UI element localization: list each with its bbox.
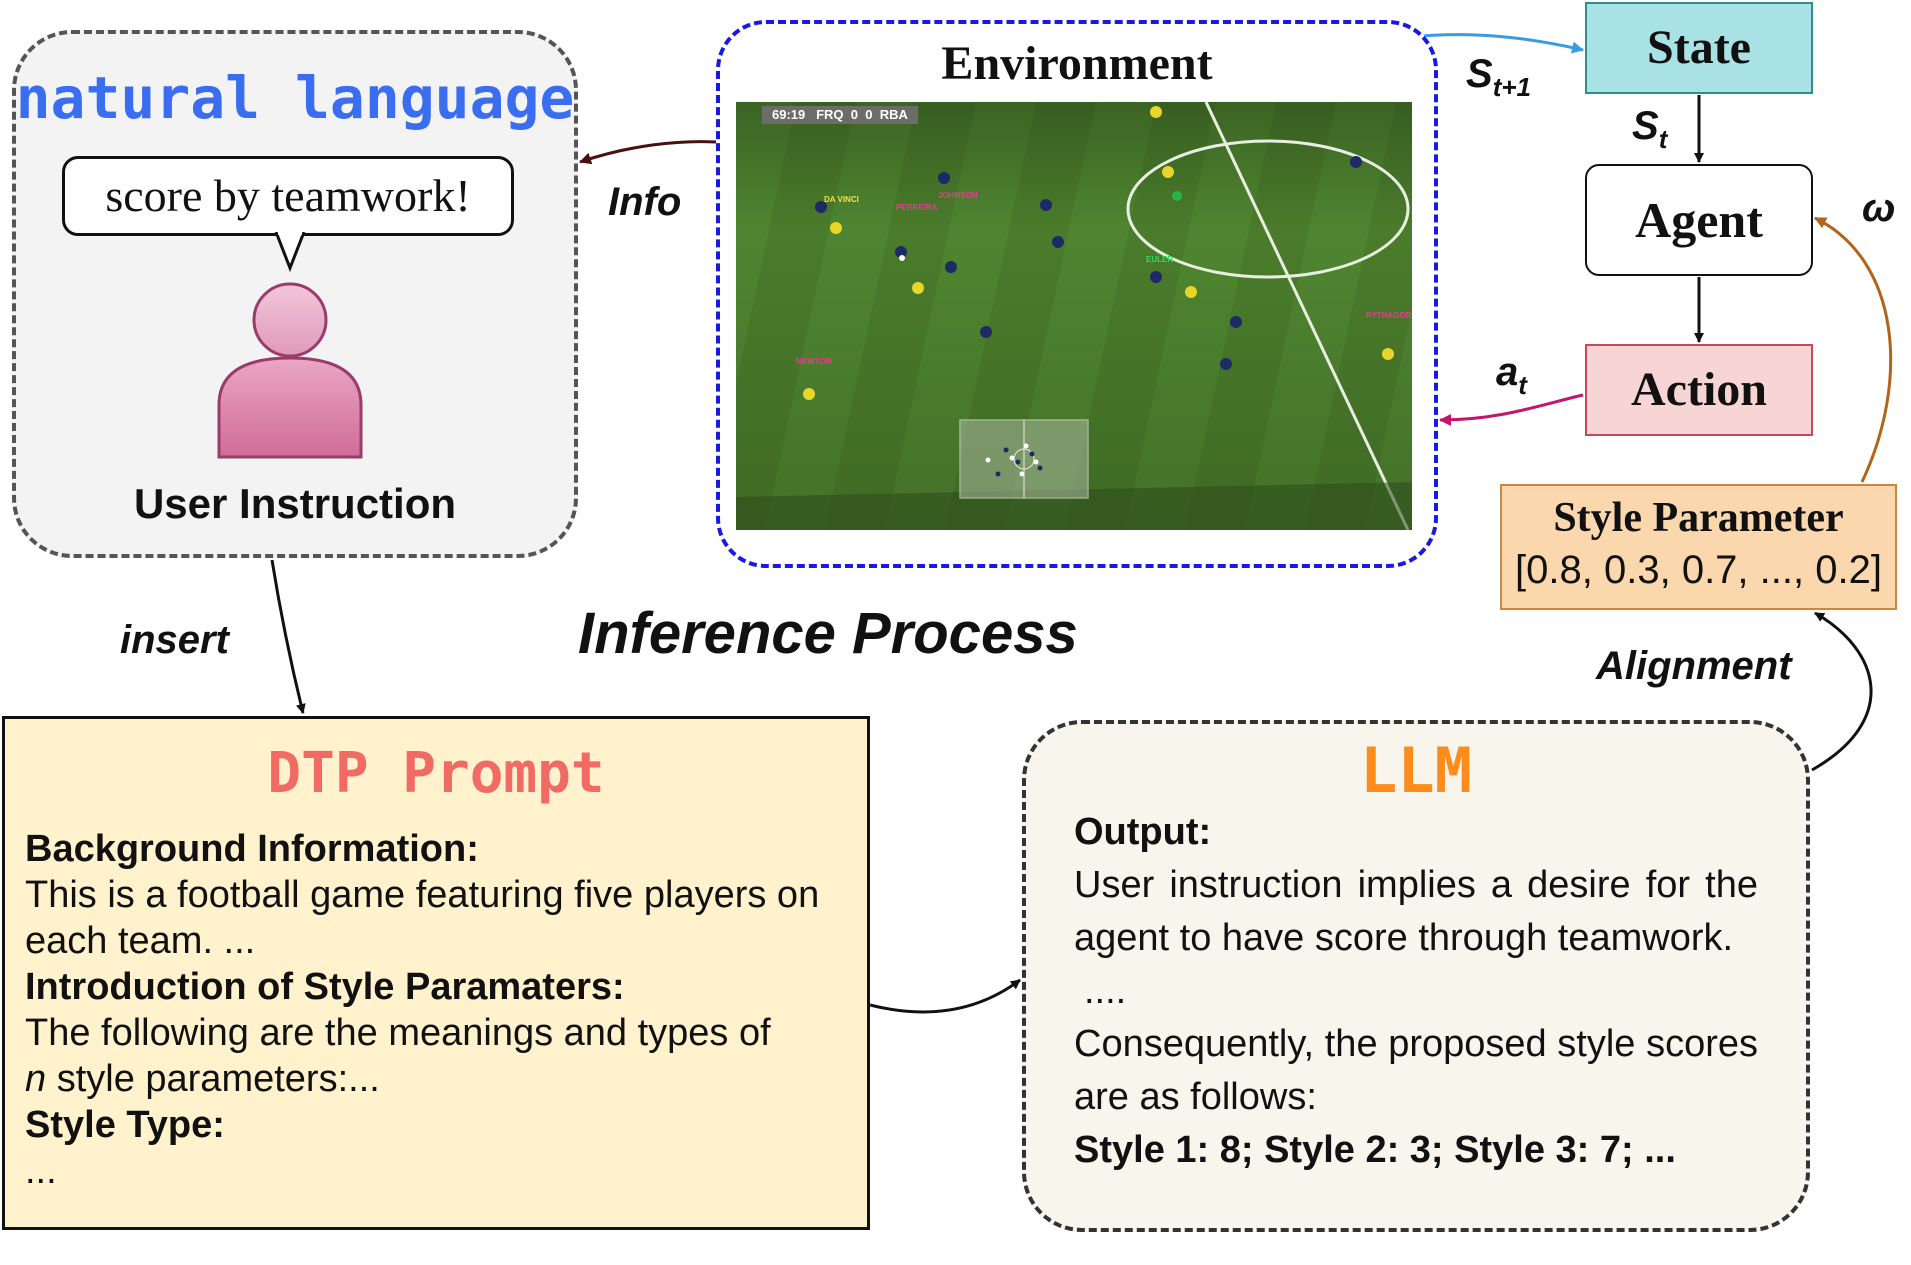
- arrow-action-to-env: [1439, 393, 1584, 426]
- team-right: RBA: [879, 107, 908, 122]
- style-intro-text: The following are the meanings and types…: [25, 1012, 771, 1100]
- dtp-prompt-body: Background Information: This is a footba…: [25, 826, 847, 1194]
- alignment-label: Alignment: [1596, 644, 1792, 688]
- arrow-style-to-agent: [1814, 216, 1893, 483]
- player-tag-6: PYTHAGORAS: [1366, 311, 1412, 320]
- info-label: Info: [608, 180, 682, 224]
- style-parameter-title: Style Parameter: [1553, 495, 1844, 541]
- llm-paragraph-1: User instruction implies a desire for th…: [1074, 864, 1758, 959]
- style-type-heading: Style Type:: [25, 1104, 225, 1146]
- dtp-prompt-panel: DTP Prompt Background Information: This …: [2, 716, 870, 1230]
- output-heading: Output:: [1074, 811, 1212, 853]
- pitch-image: DA VINCI JOHNSON PERREIRA EULER NEWTON P…: [736, 102, 1412, 530]
- user-instruction-panel: [12, 30, 578, 558]
- style-intro-heading: Introduction of Style Paramaters:: [25, 966, 625, 1008]
- dtp-prompt-title: DTP Prompt: [267, 741, 605, 806]
- arrow-env-to-state: [1409, 33, 1584, 54]
- s-next-label: St+1: [1466, 52, 1531, 102]
- style-scores: Style 1: 8; Style 2: 3; Style 3: 7; ...: [1074, 1129, 1676, 1171]
- style-type-text: ...: [25, 1150, 57, 1192]
- environment-title: Environment: [941, 37, 1213, 90]
- speech-bubble-tail: [274, 232, 306, 272]
- score-left: 0: [850, 107, 859, 122]
- player-tag-3: PERREIRA: [896, 203, 938, 212]
- speech-text: score by teamwork!: [105, 170, 471, 221]
- llm-output-body: Output: User instruction implies a desir…: [1074, 806, 1758, 1177]
- agent-box: Agent: [1585, 164, 1813, 276]
- user-icon: [217, 282, 363, 459]
- llm-title: LLM: [1360, 734, 1472, 807]
- football-game-screenshot: DA VINCI JOHNSON PERREIRA EULER NEWTON P…: [736, 102, 1412, 530]
- llm-panel: LLM Output: User instruction implies a d…: [1022, 720, 1810, 1232]
- player-tag-4: EULER: [1146, 255, 1173, 264]
- llm-paragraph-2: Consequently, the proposed style scores …: [1074, 1023, 1758, 1118]
- background-heading: Background Information:: [25, 828, 479, 870]
- arrow-llm-to-style: [1811, 611, 1873, 772]
- natural-language-title: natural language: [15, 64, 575, 132]
- state-box: State: [1585, 2, 1813, 94]
- omega-label: ω: [1862, 186, 1896, 230]
- arrow-dtp-to-llm: [869, 978, 1021, 1014]
- style-parameter-values: [0.8, 0.3, 0.7, ..., 0.2]: [1515, 548, 1882, 592]
- player-tag-2: JOHNSON: [938, 191, 978, 200]
- inference-process-title: Inference Process: [578, 601, 1078, 666]
- arrow-env-to-user: [579, 140, 717, 165]
- score-right: 0: [865, 107, 873, 122]
- action-box: Action: [1585, 344, 1813, 436]
- speech-bubble: score by teamwork!: [62, 156, 514, 236]
- team-left: FRQ: [816, 107, 844, 122]
- game-clock: 69:19: [772, 107, 806, 122]
- player-tag-5: NEWTON: [796, 357, 832, 366]
- s-t-label: St: [1632, 104, 1668, 154]
- scoreboard: 69:19 FRQ 0 0 RBA: [762, 106, 918, 124]
- background-text: This is a football game featuring five p…: [25, 874, 820, 962]
- style-parameter-box: Style Parameter [0.8, 0.3, 0.7, ..., 0.2…: [1500, 484, 1897, 610]
- user-instruction-label: User Instruction: [133, 480, 457, 527]
- player-tag-1: DA VINCI: [824, 195, 859, 204]
- arrow-user-to-dtp: [270, 559, 306, 714]
- a-t-label: at: [1496, 350, 1527, 400]
- llm-ellipsis: ....: [1084, 970, 1127, 1012]
- insert-label: insert: [120, 618, 229, 662]
